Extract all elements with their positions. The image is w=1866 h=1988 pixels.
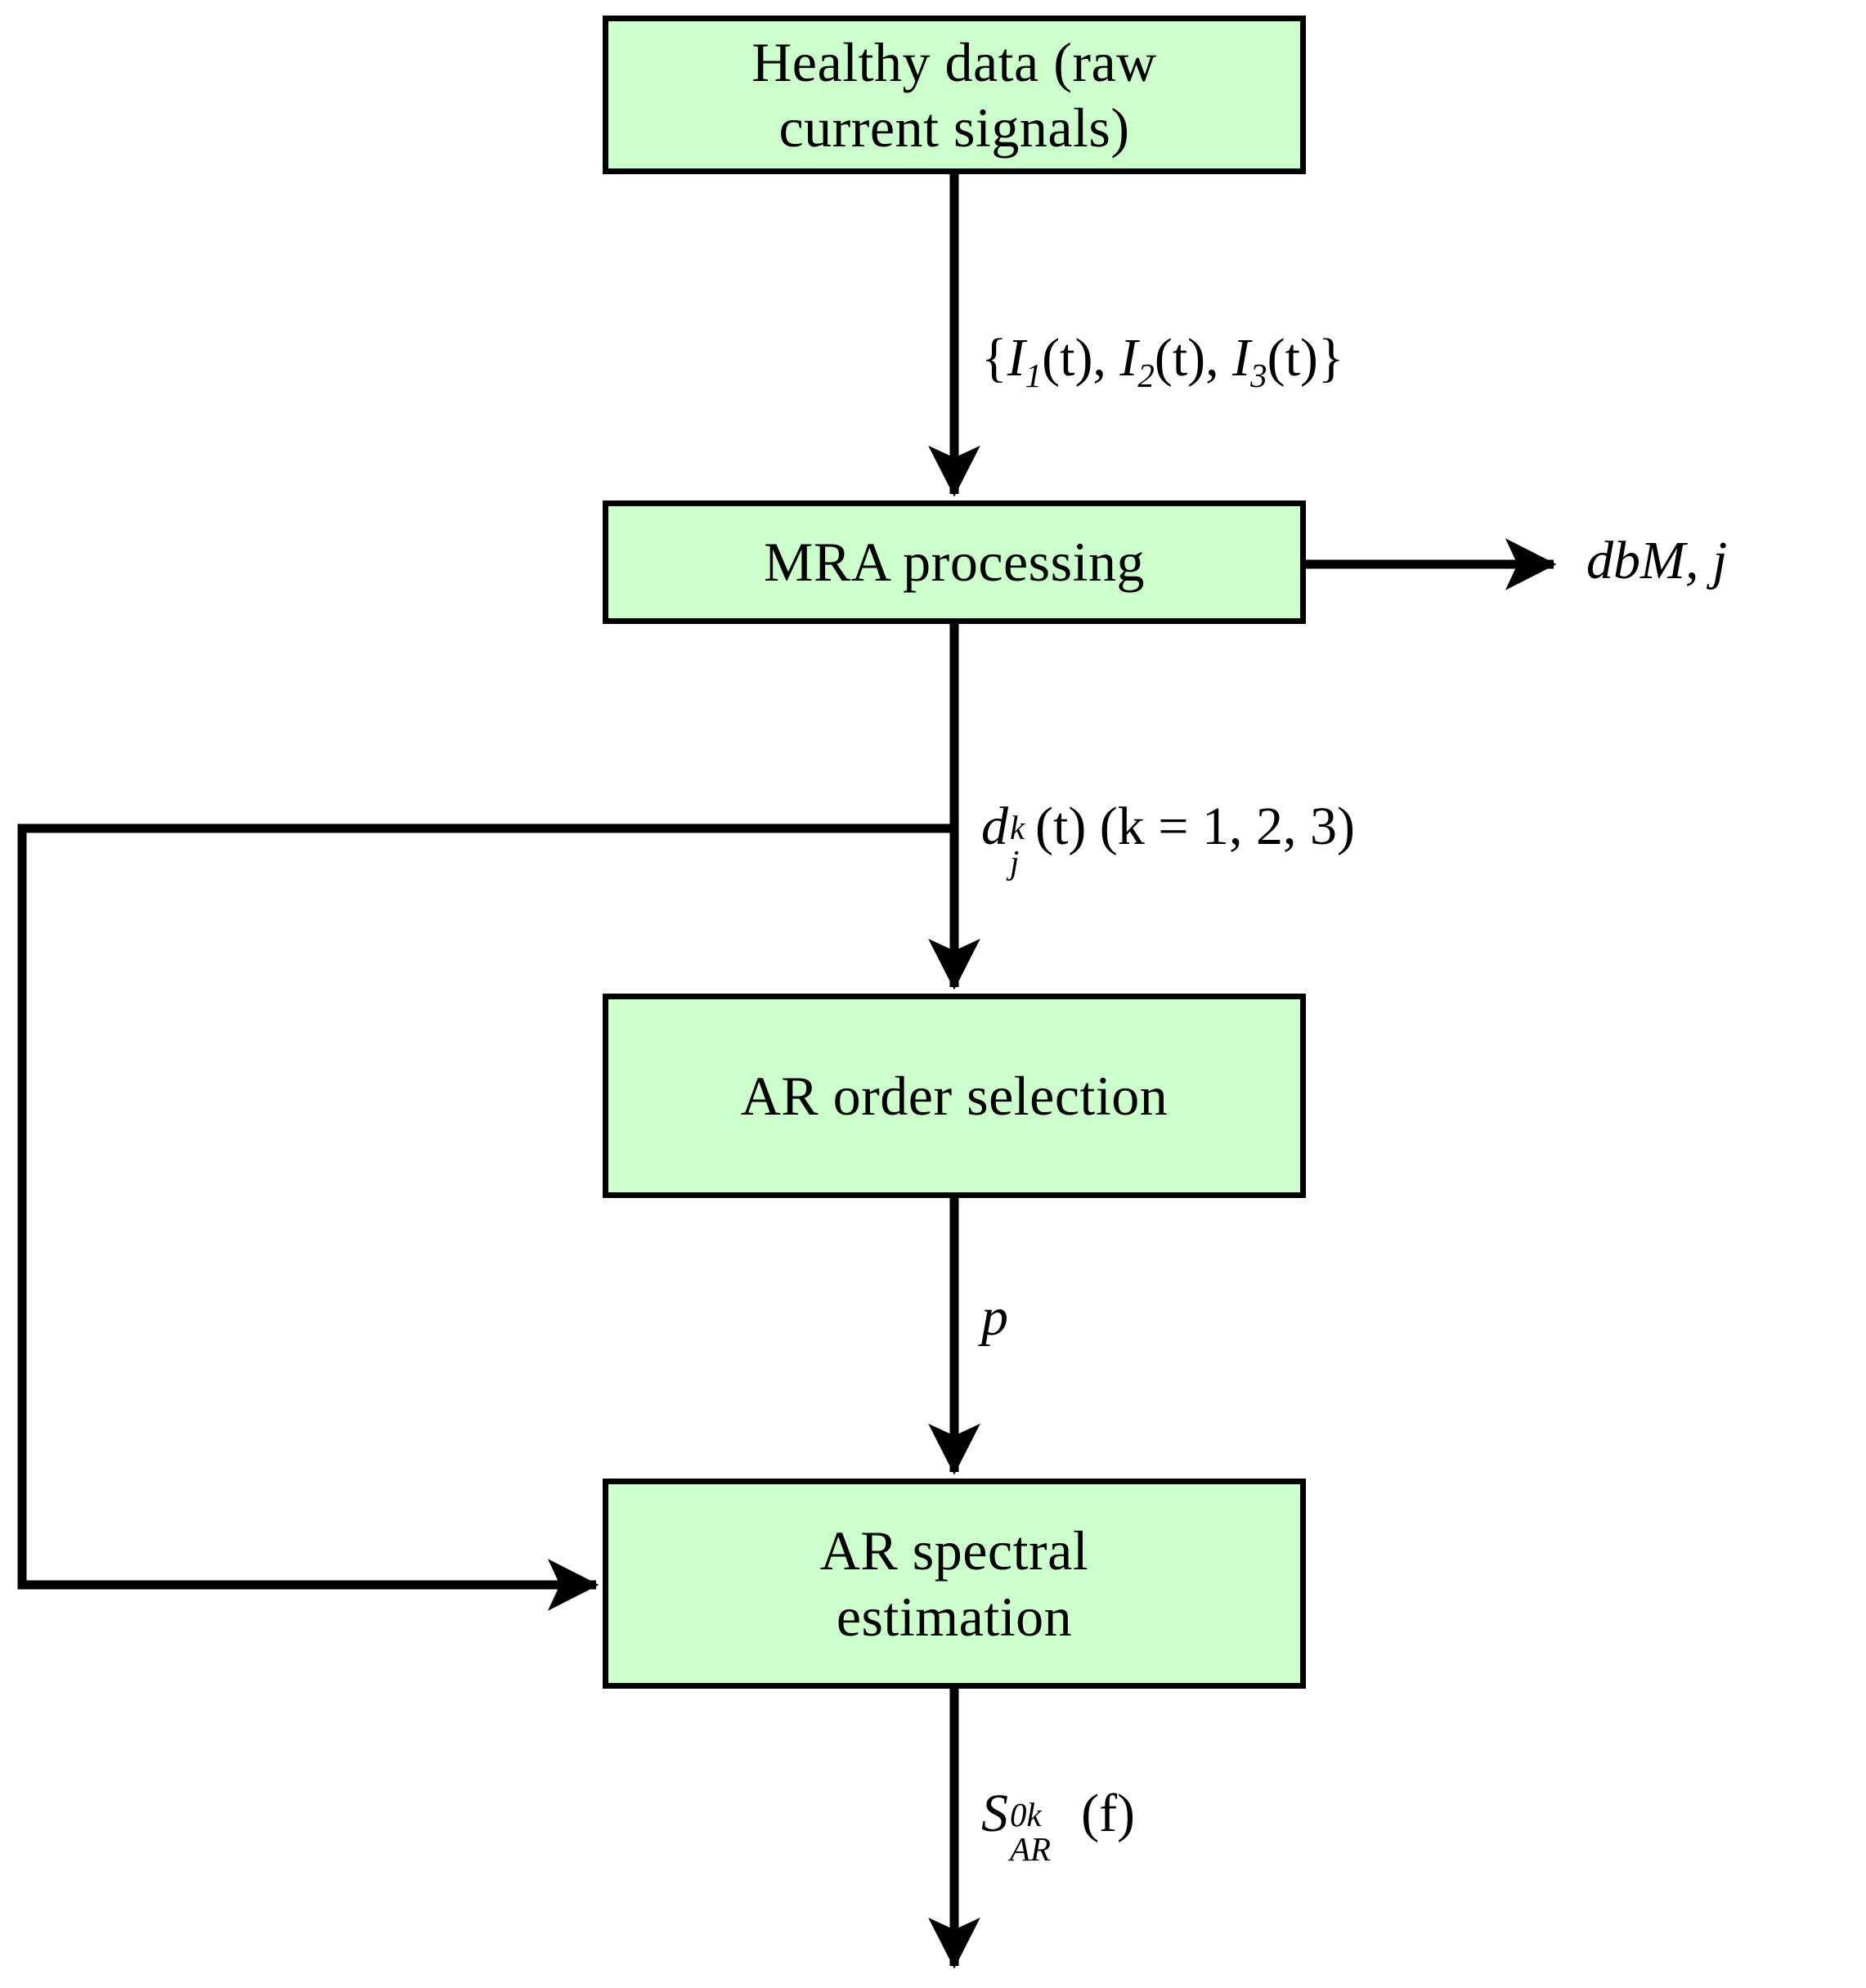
node-mra-processing[interactable]: MRA processing <box>603 500 1306 624</box>
node-healthy-data-line1: Healthy data (raw <box>751 30 1157 93</box>
wavelet-dbM: dbM, <box>1586 531 1699 590</box>
node-mra-processing-line1: MRA processing <box>764 531 1145 594</box>
signal-I-1: I <box>1007 328 1025 388</box>
signal-sub-1: 1 <box>1025 357 1043 395</box>
detail-sup-k: k <box>1010 810 1025 847</box>
node-ar-spectral-estimation[interactable]: AR spectral estimation <box>603 1479 1306 1689</box>
node-healthy-data-label: Healthy data (raw current signals) <box>740 29 1168 160</box>
detail-of-t: (t) <box>1035 797 1087 856</box>
spectrum-sub-AR: AR <box>1010 1831 1051 1869</box>
wavelet-level-j: j <box>1711 531 1728 590</box>
detail-k-range: (k = 1, 2, 3) <box>1099 797 1355 856</box>
ar-order-p: p <box>981 1287 1008 1347</box>
signal-I-3: I <box>1232 328 1251 388</box>
signal-of-t-3: (t) <box>1267 328 1318 388</box>
spectrum-sup-0k: 0k <box>1010 1797 1042 1834</box>
signal-sub-2: 2 <box>1137 357 1155 395</box>
node-ar-spectral-estimation-line1: AR spectral <box>819 1519 1089 1582</box>
spectrum-S: S <box>981 1784 1008 1843</box>
signal-I-2: I <box>1119 328 1138 388</box>
node-mra-processing-label: MRA processing <box>752 529 1156 595</box>
detail-sub-j: j <box>1010 844 1020 882</box>
signal-of-t-1: (t), <box>1042 328 1106 388</box>
arrow-detail-feedback-loop <box>17 823 954 1611</box>
signal-of-t-2: (t), <box>1154 328 1219 388</box>
node-ar-order-selection[interactable]: AR order selection <box>603 994 1306 1198</box>
node-ar-order-selection-line1: AR order selection <box>740 1064 1168 1127</box>
brace-open: { <box>981 328 1007 388</box>
brace-close: } <box>1317 328 1344 388</box>
edge-label-ar-order-p: p <box>981 1290 1008 1344</box>
node-ar-order-selection-label: AR order selection <box>729 1063 1180 1129</box>
node-ar-spectral-estimation-label: AR spectral estimation <box>809 1518 1100 1649</box>
edge-label-current-signals: {I1(t), I2(t), I3(t)} <box>981 331 1344 393</box>
node-ar-spectral-estimation-line2: estimation <box>836 1585 1073 1648</box>
signal-sub-3: 3 <box>1250 357 1267 395</box>
detail-d: d <box>981 797 1008 856</box>
node-healthy-data-line2: current signals) <box>778 96 1130 159</box>
spectrum-of-f: (f) <box>1081 1784 1136 1843</box>
node-healthy-data[interactable]: Healthy data (raw current signals) <box>603 16 1306 174</box>
edge-label-wavelet-params: dbM, j <box>1586 534 1727 588</box>
